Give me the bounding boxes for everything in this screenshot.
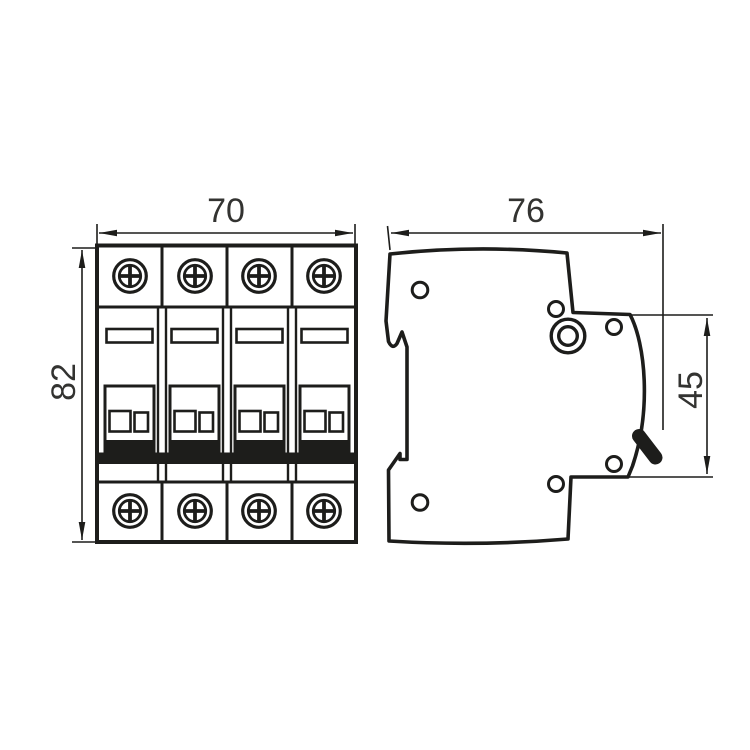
rivet-holes (410, 280, 623, 512)
front-view (95, 243, 358, 544)
side-width-label: 76 (507, 192, 545, 230)
arrowhead-left-icon (99, 229, 117, 237)
arrowhead-right-icon (335, 229, 353, 237)
front-black-band (97, 452, 356, 464)
pole-module-2 (168, 327, 221, 456)
rivet-hole-icon (605, 455, 623, 473)
dimension-front-height: 82 (45, 247, 95, 543)
screw-head-icon (305, 492, 343, 530)
arrowhead-down-icon (78, 522, 86, 540)
screw-head-icon (111, 257, 149, 295)
arrowhead-up-icon (78, 250, 86, 268)
front-body-outline (95, 243, 358, 544)
toggle-lever (632, 429, 663, 465)
front-width-label: 70 (207, 192, 245, 230)
screw-head-icon (240, 492, 278, 530)
rivet-hole-icon (547, 300, 565, 318)
screw-head-icon (176, 492, 214, 530)
pole-module-1 (103, 327, 156, 456)
pole-module-3 (233, 327, 286, 456)
screw-head-icon (240, 257, 278, 295)
arrowhead-down-icon (703, 456, 711, 474)
dimension-side-width: 76 (386, 192, 664, 430)
rivet-hole-icon (547, 475, 565, 493)
pole-module-4 (298, 327, 351, 456)
arrowhead-up-icon (703, 318, 711, 336)
screw-head-icon (305, 257, 343, 295)
arrowhead-left-icon (391, 229, 409, 237)
rivet-hole-icon (605, 318, 623, 336)
screw-head-icon (111, 492, 149, 530)
side-handle-height-label: 45 (672, 371, 710, 409)
front-height-label: 82 (45, 363, 83, 401)
arrowhead-right-icon (643, 229, 661, 237)
dimension-front-width: 70 (96, 192, 356, 244)
pole-dividers-screw-rows (160, 246, 294, 542)
screw-head-icon (176, 257, 214, 295)
rivet-hole-icon (410, 493, 430, 512)
side-view (384, 247, 663, 546)
rivet-hole-icon (410, 280, 430, 300)
dimension-side-handle-height: 45 (628, 314, 713, 478)
pivot-hole-inner-icon (557, 325, 580, 348)
